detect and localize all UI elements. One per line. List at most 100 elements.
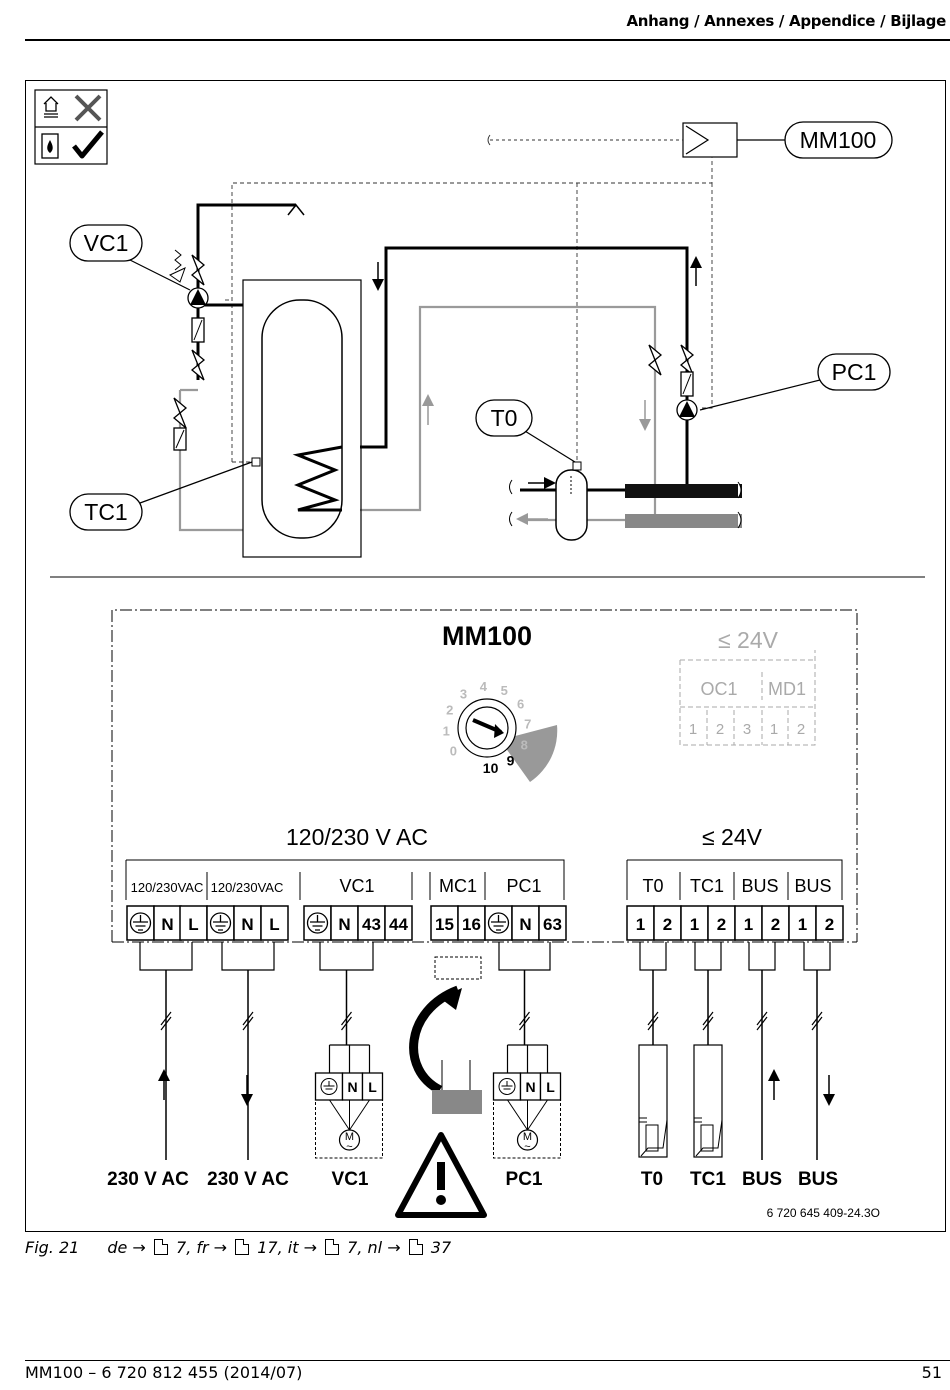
bottom-label-1: 230 V AC <box>107 1169 189 1190</box>
cable-tc1 <box>694 942 722 1045</box>
low-voltage-label: ≤ 24V <box>718 627 779 653</box>
ground-icon <box>487 912 510 934</box>
md1-label: MD1 <box>768 679 806 699</box>
cable-connector <box>498 942 551 971</box>
terminal-16: 16 <box>462 915 481 934</box>
ground-lines <box>213 915 228 931</box>
ground-lines <box>310 915 325 931</box>
terminal-2: 2 <box>717 915 726 934</box>
ground-lines <box>133 915 148 931</box>
callout-t0 <box>475 399 533 437</box>
ref-page: 7 <box>170 1238 187 1257</box>
dial-number-5: 5 <box>501 683 508 698</box>
ref-lang: fr <box>196 1238 209 1257</box>
mm100-module-symbol <box>682 122 738 158</box>
cable-connector <box>139 942 193 971</box>
motor-ac-sign: ~ <box>524 1141 530 1153</box>
terminal-cell <box>303 905 332 941</box>
ref-lang: nl <box>367 1238 383 1257</box>
cable-hatch <box>242 1011 254 1031</box>
sensor-t0-symbol <box>638 1044 668 1158</box>
ref-lang: it <box>287 1238 299 1257</box>
group-label-1: 120/230VAC <box>131 880 204 895</box>
group-label-4: MC1 <box>439 876 477 896</box>
terminal-N: N <box>519 915 531 934</box>
motor-leads <box>507 1099 548 1131</box>
oc1-term-1: 1 <box>689 721 697 738</box>
cable-t0 <box>639 942 667 1045</box>
page-icon <box>235 1239 250 1255</box>
ground-icon <box>320 1078 338 1095</box>
motor-term-l: L <box>546 1079 555 1095</box>
cable-bus-2 <box>803 942 831 1160</box>
terminal-44: 44 <box>389 915 408 934</box>
group-label-2: 120/230VAC <box>211 880 284 895</box>
cable-hatch <box>341 1011 352 1031</box>
cable-supply-1 <box>139 942 193 1160</box>
ref-nl: nl → 37 <box>368 1238 452 1257</box>
sensor-tc1 <box>251 457 261 467</box>
dial-number-10: 10 <box>483 760 499 776</box>
page-number: 51 <box>921 1363 942 1382</box>
ac-section-title: 120/230 V AC <box>286 824 428 850</box>
thermistor-slope <box>695 1119 723 1157</box>
water-cylinder-flame-icon <box>41 133 59 159</box>
ref-separator: , <box>277 1238 288 1257</box>
ref-page: 17 <box>252 1238 278 1257</box>
motor-letter: M <box>523 1131 532 1143</box>
ref-it: it → 7, <box>288 1238 368 1257</box>
bottom-label-8: BUS <box>798 1169 838 1190</box>
terminal-2: 2 <box>663 915 672 934</box>
cable-connector <box>694 942 722 971</box>
terminal-L: L <box>269 915 279 934</box>
ground-lines <box>323 1081 335 1090</box>
terminal-cell <box>626 905 655 941</box>
ground-icon <box>498 1078 516 1095</box>
oc1-term-3: 3 <box>743 721 751 738</box>
pump-pc1 <box>679 401 695 417</box>
terminal-cell <box>233 905 262 941</box>
ref-page: 37 <box>425 1238 452 1257</box>
label-pc1: PC1 <box>832 359 877 385</box>
cable-connector <box>319 942 374 971</box>
terminal-cell <box>430 905 459 941</box>
ground-icon <box>306 912 329 934</box>
oc1-label: OC1 <box>700 679 737 699</box>
cable-bus-1 <box>748 942 776 1160</box>
group-label-3: VC1 <box>339 876 374 896</box>
motor-box <box>315 1099 383 1159</box>
motor-leads <box>329 1099 370 1131</box>
dial-number-9: 9 <box>507 753 515 769</box>
footer-rule <box>25 1360 950 1361</box>
dc-section-title: ≤ 24V <box>702 824 763 850</box>
group-label-8: BUS <box>741 876 778 896</box>
ground-icon <box>209 912 232 934</box>
callout-pc1 <box>817 353 891 391</box>
footer-doc-id: MM100 – 6 720 812 455 (2014/07) <box>25 1363 303 1382</box>
motor-ac-sign: ~ <box>346 1141 352 1153</box>
motor-term-n: N <box>347 1079 357 1095</box>
cable-hatch <box>519 1011 530 1031</box>
ref-page: 7 <box>342 1238 358 1257</box>
thermistor-icon <box>645 1124 659 1152</box>
ground-lines <box>501 1081 513 1090</box>
ref-de: de → 7, <box>107 1238 196 1257</box>
cable-pc1 <box>498 942 551 1045</box>
ground-icon <box>129 912 152 934</box>
figure-number: Fig. 21 <box>25 1238 80 1257</box>
cable-hatch <box>756 1011 768 1031</box>
low-voltage-box: ≤ 24V OC1 MD1 1 2 3 1 2 <box>679 627 816 746</box>
bottom-label-6: TC1 <box>690 1169 726 1190</box>
dial-number-0: 0 <box>450 744 457 759</box>
terminal-cell <box>384 905 413 941</box>
bottom-label-4: PC1 <box>506 1169 543 1190</box>
page-icon <box>153 1239 168 1255</box>
motor-wires <box>328 1044 371 1073</box>
md1-term-1: 1 <box>770 721 778 738</box>
header-rule <box>25 39 950 41</box>
